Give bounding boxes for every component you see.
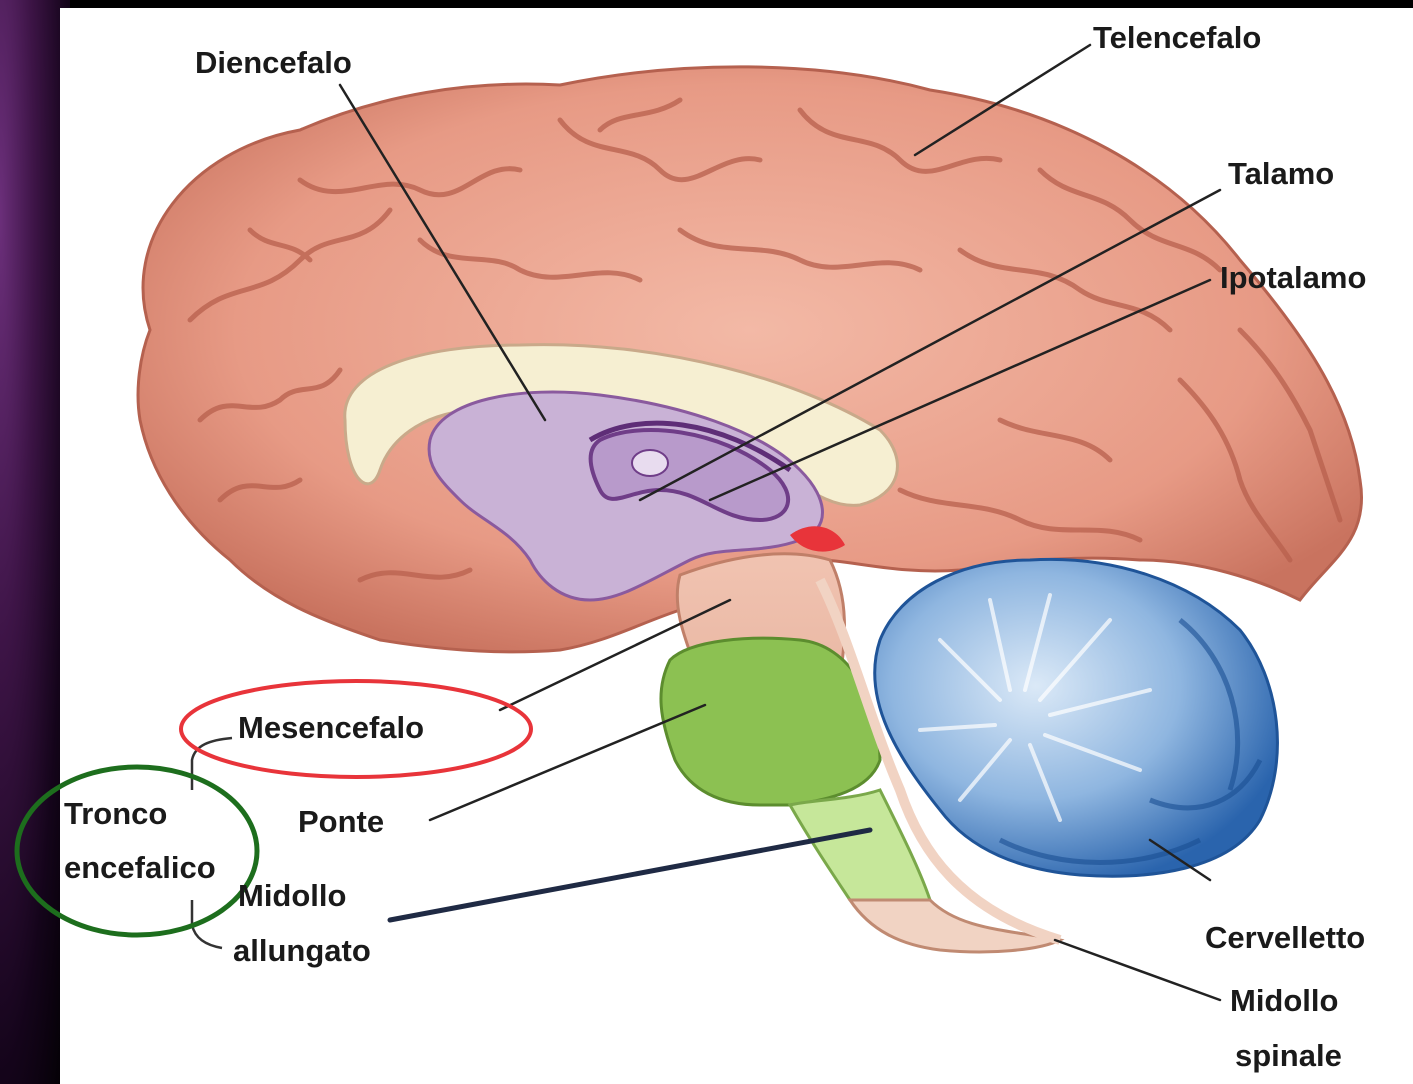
cerebellum xyxy=(875,559,1278,876)
label-ponte: Ponte xyxy=(298,806,384,837)
label-encefalico: encefalico xyxy=(64,852,216,883)
label-mesencefalo: Mesencefalo xyxy=(238,712,424,743)
thalamus-nucleus xyxy=(632,450,668,476)
label-cervelletto: Cervelletto xyxy=(1205,922,1365,953)
midollo-allungato-arrow xyxy=(390,830,870,920)
label-telencefalo: Telencefalo xyxy=(1093,22,1261,53)
label-diencefalo: Diencefalo xyxy=(195,47,352,78)
pons xyxy=(661,638,880,805)
label-midollo-spinale-2: spinale xyxy=(1235,1040,1342,1071)
label-midollo-allungato-2: allungato xyxy=(233,935,371,966)
label-talamo: Talamo xyxy=(1228,158,1334,189)
label-midollo-allungato-1: Midollo xyxy=(238,880,346,911)
label-ipotalamo: Ipotalamo xyxy=(1220,262,1366,293)
label-tronco: Tronco xyxy=(64,798,167,829)
label-midollo-spinale-1: Midollo xyxy=(1230,985,1338,1016)
